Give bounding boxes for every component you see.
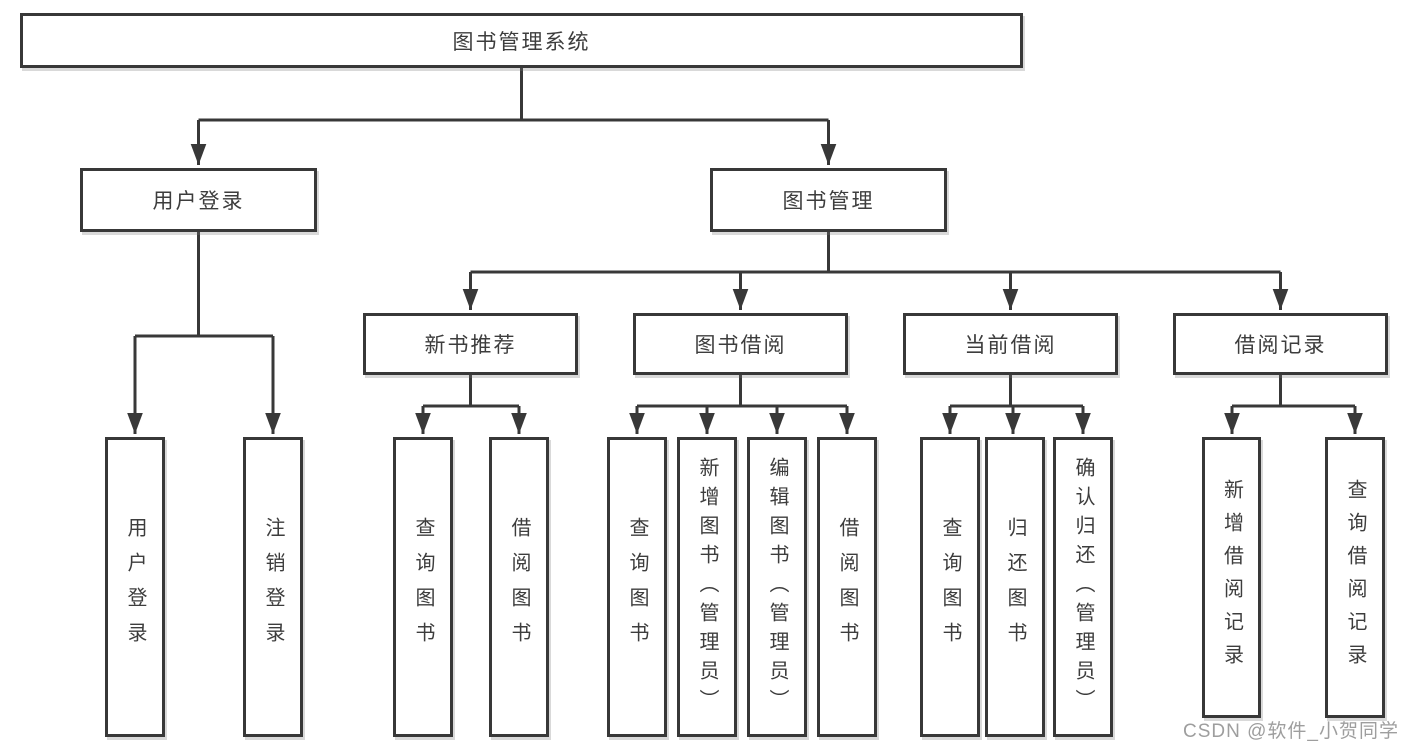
- leaf-add-book-admin-label: 新增图书（管理员）: [696, 456, 718, 718]
- edge-new-book-children: [415, 375, 527, 434]
- leaf-borrow-book-recommend-label: 借阅图书: [508, 517, 530, 657]
- leaf-query-borrow-record-label: 查询借阅记录: [1344, 478, 1366, 677]
- leaf-user-login-label: 用户登录: [124, 517, 146, 657]
- leaf-logout-login: 注销登录: [243, 437, 303, 737]
- node-book-management-label: 图书管理: [782, 190, 875, 213]
- leaf-query-book-recommend-label: 查询图书: [412, 517, 434, 657]
- leaf-query-book-current: 查询图书: [920, 437, 980, 737]
- leaf-query-book-recommend: 查询图书: [393, 437, 453, 737]
- node-new-book-recommend-label: 新书推荐: [424, 334, 517, 357]
- leaf-edit-book-admin: 编辑图书（管理员）: [747, 437, 807, 737]
- node-borrow-record: 借阅记录: [1173, 313, 1388, 375]
- node-current-borrow: 当前借阅: [903, 313, 1118, 375]
- leaf-confirm-return-admin-label: 确认归还（管理员）: [1072, 456, 1094, 718]
- leaf-borrow-book-label: 借阅图书: [836, 517, 858, 657]
- edge-book-borrow-children: [629, 375, 855, 434]
- node-book-borrow-label: 图书借阅: [694, 334, 787, 357]
- leaf-confirm-return-admin: 确认归还（管理员）: [1053, 437, 1113, 737]
- node-current-borrow-label: 当前借阅: [964, 334, 1057, 357]
- csdn-watermark: CSDN @软件_小贺同学: [1183, 721, 1399, 742]
- node-user-login: 用户登录: [80, 168, 317, 232]
- edge-book-management-children: [462, 232, 1289, 310]
- node-borrow-record-label: 借阅记录: [1234, 334, 1327, 357]
- leaf-return-book-label: 归还图书: [1004, 517, 1026, 657]
- leaf-add-borrow-record: 新增借阅记录: [1202, 437, 1261, 718]
- leaf-add-book-admin: 新增图书（管理员）: [677, 437, 737, 737]
- leaf-query-borrow-record: 查询借阅记录: [1325, 437, 1385, 718]
- leaf-query-book-borrow-label: 查询图书: [626, 517, 648, 657]
- leaf-user-login: 用户登录: [105, 437, 165, 737]
- node-root-label: 图书管理系统: [452, 30, 591, 54]
- node-book-borrow: 图书借阅: [633, 313, 848, 375]
- leaf-return-book: 归还图书: [985, 437, 1045, 737]
- leaf-borrow-book: 借阅图书: [817, 437, 877, 737]
- edge-root-to-level2: [190, 68, 837, 165]
- leaf-query-book-current-label: 查询图书: [939, 517, 961, 657]
- node-book-management: 图书管理: [710, 168, 947, 232]
- leaf-query-book-borrow: 查询图书: [607, 437, 667, 737]
- leaf-edit-book-admin-label: 编辑图书（管理员）: [766, 456, 788, 718]
- node-new-book-recommend: 新书推荐: [363, 313, 578, 375]
- node-root-system: 图书管理系统: [20, 13, 1023, 68]
- leaf-add-borrow-record-label: 新增借阅记录: [1220, 478, 1243, 677]
- node-user-login-label: 用户登录: [152, 190, 245, 213]
- edge-user-login-children: [127, 232, 281, 434]
- leaf-borrow-book-recommend: 借阅图书: [489, 437, 549, 737]
- edge-current-borrow-children: [942, 375, 1091, 434]
- leaf-logout-login-label: 注销登录: [262, 517, 284, 657]
- edge-borrow-record-children: [1224, 375, 1363, 434]
